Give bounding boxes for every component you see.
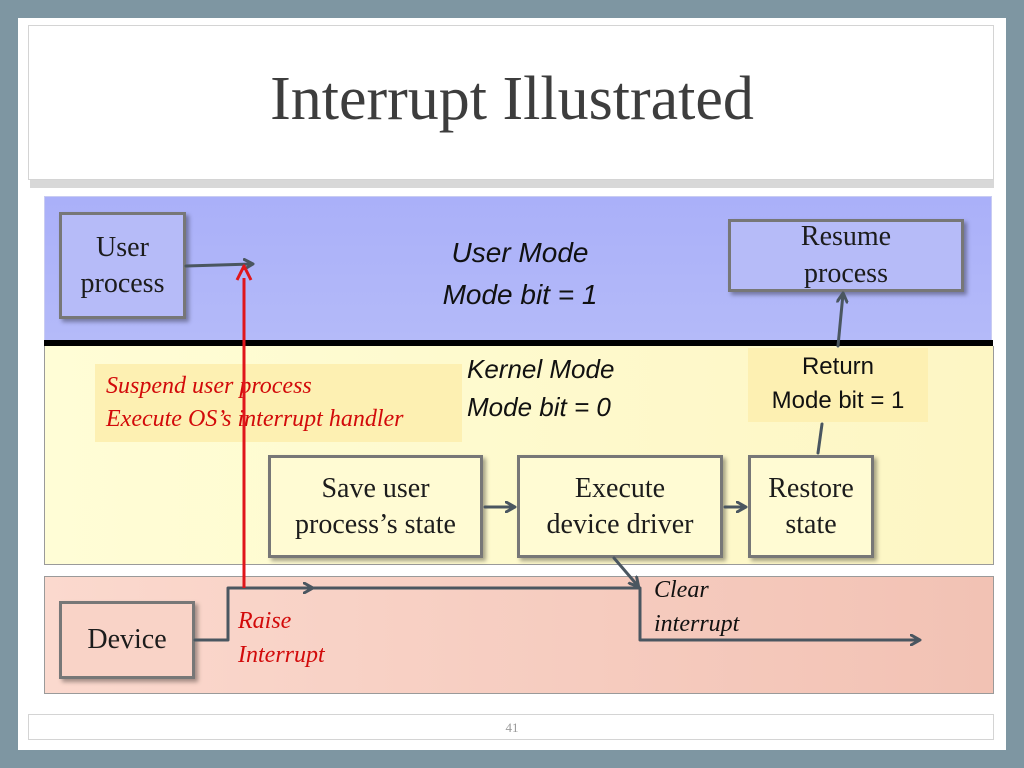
restore-state-box: Restore state — [748, 455, 874, 558]
device-box: Device — [59, 601, 195, 679]
arrow-execute-to-clear — [612, 556, 638, 586]
suspend-note-background — [95, 364, 462, 442]
arrow-return-to-resume — [838, 294, 843, 348]
line-restore-to-return — [816, 422, 824, 455]
suspend-note: Suspend user process Execute OS’s interr… — [106, 373, 404, 433]
execute-driver-box: Execute device driver — [517, 455, 723, 558]
save-state-box: Save user process’s state — [268, 455, 483, 558]
arrow-device-to-interrupt — [193, 588, 312, 642]
raise-interrupt-label: Raise Interrupt — [238, 608, 325, 669]
line-interrupt-bus — [310, 586, 919, 640]
return-note: Return Mode bit = 1 — [771, 353, 905, 414]
mode-boundary-line — [44, 340, 993, 346]
kernel-mode-label: Kernel Mode Mode bit = 0 — [467, 354, 615, 422]
resume-process-box: Resume process — [728, 219, 964, 292]
interrupt-signal-line — [235, 264, 253, 588]
title-panel — [28, 25, 994, 180]
device-zone — [44, 576, 994, 694]
page-number: 41 — [505, 720, 519, 735]
user-process-box: User process — [59, 212, 186, 319]
arrow-user-to-interrupt — [184, 264, 252, 266]
slide-title: Interrupt Illustrated — [270, 65, 754, 133]
clear-interrupt-label: Clear interrupt — [654, 577, 740, 638]
footer-panel — [28, 714, 994, 740]
title-divider — [30, 180, 994, 188]
user-mode-label: User Mode Mode bit = 1 — [442, 237, 598, 310]
return-note-background — [748, 348, 928, 422]
